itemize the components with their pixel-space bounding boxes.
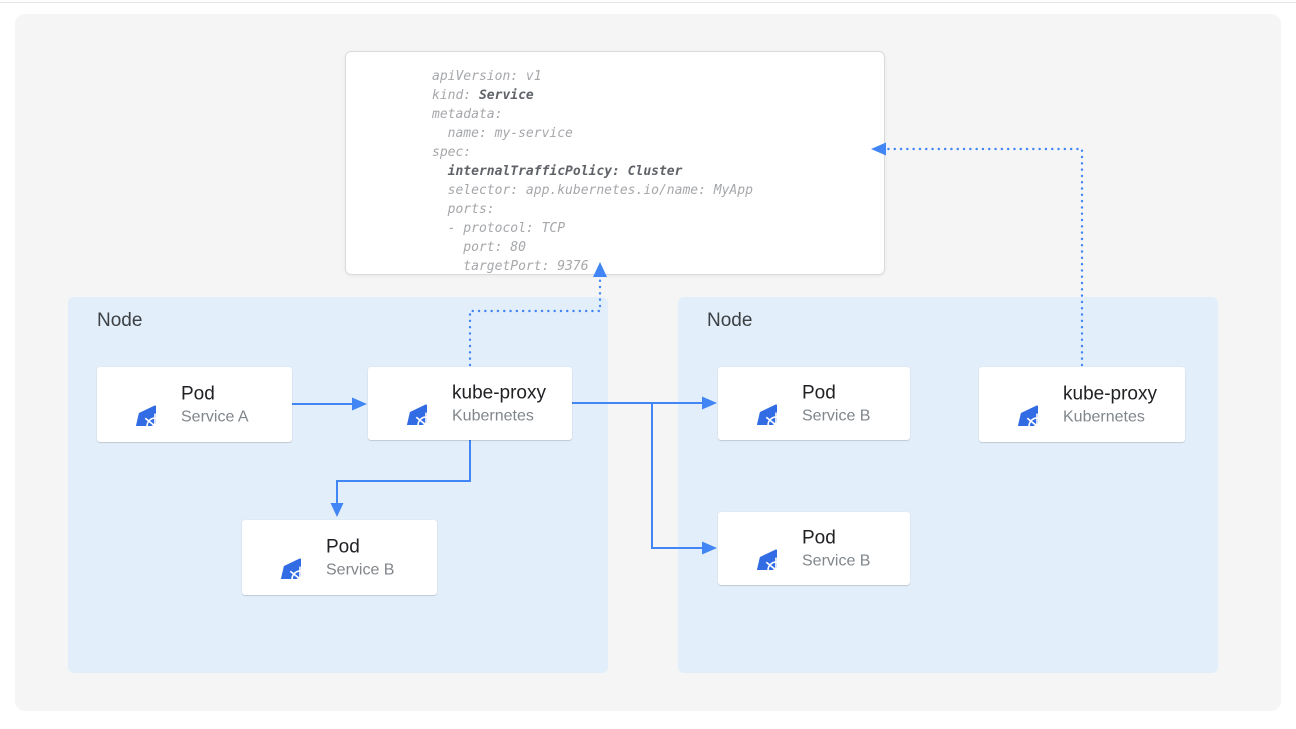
node-right: Node	[678, 297, 1218, 673]
kubernetes-icon	[733, 383, 777, 425]
card-title: Pod	[326, 536, 360, 557]
kubernetes-icon	[994, 384, 1038, 426]
card-title: Pod	[802, 382, 836, 403]
node-left: Node	[68, 297, 608, 673]
pod-card-service-b-left: Pod Service B	[242, 520, 437, 595]
pod-card-service-a: Pod Service A	[97, 367, 292, 442]
card-subtitle: Service B	[326, 561, 395, 578]
card-subtitle: Kubernetes	[1063, 408, 1145, 425]
kubernetes-icon	[257, 537, 301, 579]
node-label: Node	[97, 310, 143, 331]
card-title: Pod	[802, 527, 836, 548]
card-subtitle: Service A	[181, 408, 249, 425]
kubernetes-icon	[112, 384, 156, 426]
card-title: Pod	[181, 383, 215, 404]
pod-card-service-b-right-bottom: Pod Service B	[718, 512, 910, 585]
kubernetes-icon	[733, 528, 777, 570]
kubernetes-icon	[383, 383, 427, 425]
kube-proxy-card-left: kube-proxy Kubernetes	[368, 367, 572, 440]
top-divider	[0, 2, 1296, 3]
card-title: kube-proxy	[1063, 383, 1157, 404]
node-label: Node	[707, 310, 753, 331]
pod-card-service-b-right-top: Pod Service B	[718, 367, 910, 440]
card-subtitle: Service B	[802, 552, 871, 569]
card-subtitle: Service B	[802, 407, 871, 424]
kube-proxy-card-right: kube-proxy Kubernetes	[979, 367, 1185, 442]
card-title: kube-proxy	[452, 382, 546, 403]
card-subtitle: Kubernetes	[452, 407, 534, 424]
